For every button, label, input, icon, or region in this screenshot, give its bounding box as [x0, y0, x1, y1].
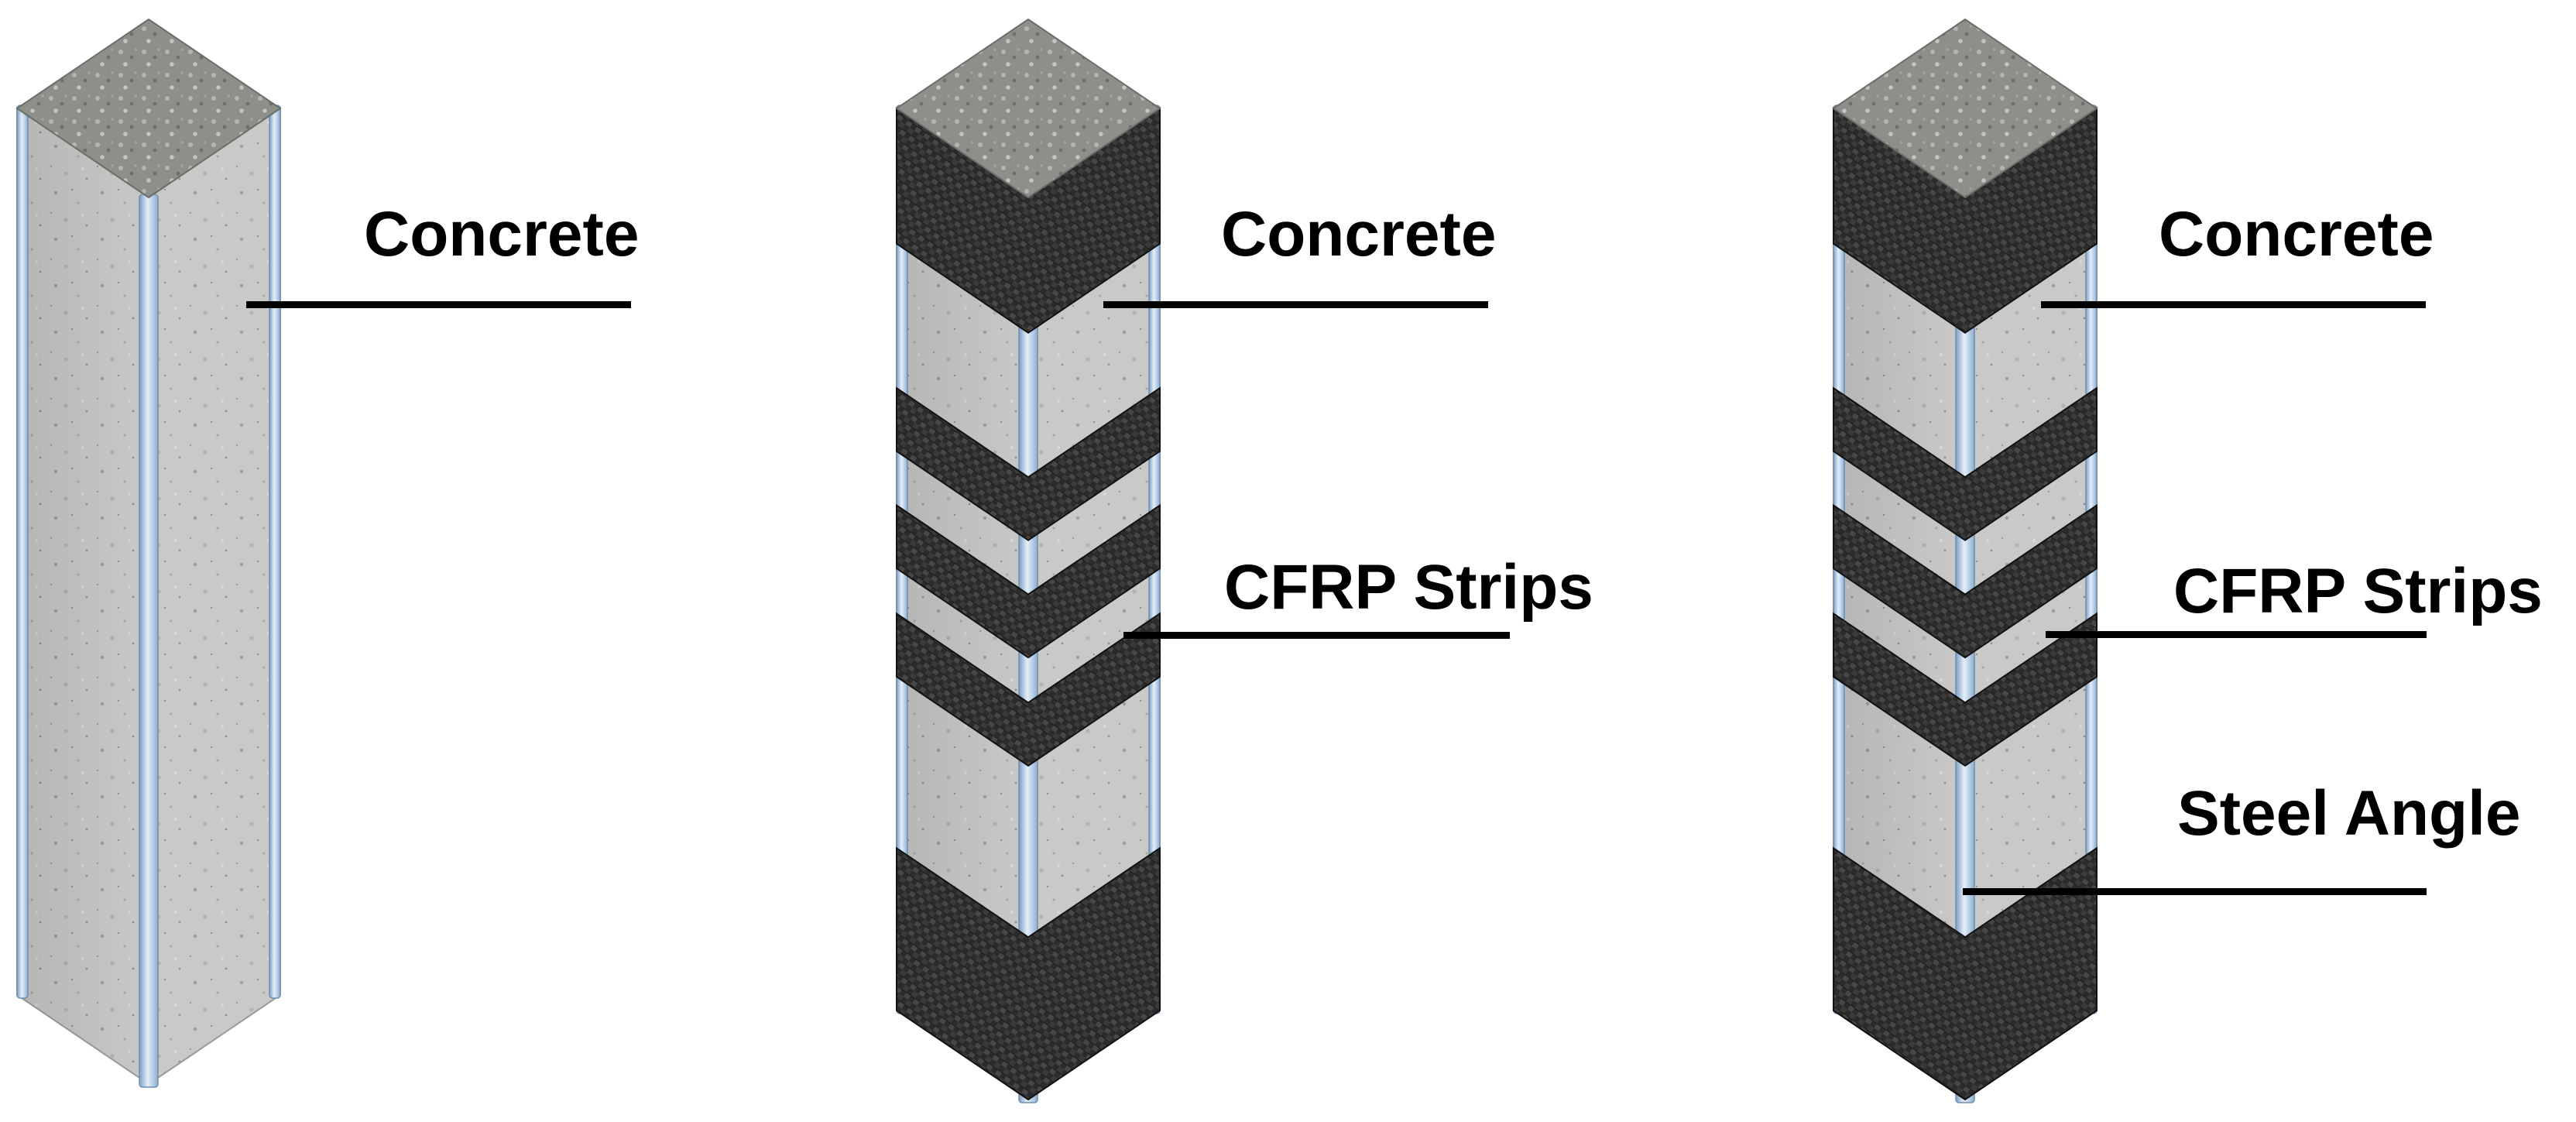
label-steel-angle-col3: Steel Angle: [2177, 778, 2521, 849]
concrete-top-face: [1832, 18, 2098, 199]
steel-angle-strip: [16, 105, 29, 999]
label-cfrp-strips-col2: CFRP Strips: [1224, 552, 1593, 623]
label-cfrp-strips-col3: CFRP Strips: [2173, 556, 2543, 626]
label-concrete-col1: Concrete: [364, 199, 640, 269]
steel-angle-strip: [269, 105, 281, 999]
steel-angle-strip: [139, 194, 159, 1088]
cfrp-strip: [896, 386, 1161, 541]
cfrp-strip: [1833, 612, 2098, 767]
leader-line-cfrp-strips-col3: [2046, 631, 2427, 638]
cfrp-strip: [896, 846, 1161, 1101]
concrete-right-face: [148, 107, 281, 1086]
label-concrete-col3: Concrete: [2159, 199, 2434, 269]
leader-line-concrete-col3: [2041, 301, 2426, 308]
cfrp-strip: [1833, 503, 2098, 659]
leader-line-cfrp-strips-col2: [1123, 632, 1510, 639]
column-unstrengthened: [15, 18, 282, 1088]
column-cfrp-and-steel-angle-strengthened: [1832, 18, 2098, 1103]
label-concrete-col2: Concrete: [1221, 199, 1497, 269]
concrete-top-face: [895, 18, 1161, 199]
concrete-top-face: [15, 18, 282, 199]
cfrp-strip: [896, 503, 1161, 659]
leader-line-concrete-col2: [1103, 301, 1488, 308]
cfrp-strip: [1833, 386, 2098, 541]
column-cfrp-strengthened: [895, 18, 1161, 1103]
cfrp-strip: [1833, 846, 2098, 1101]
leader-line-steel-angle-col3: [1963, 888, 2427, 895]
leader-line-concrete-col1: [246, 301, 631, 308]
cfrp-strip: [896, 612, 1161, 767]
